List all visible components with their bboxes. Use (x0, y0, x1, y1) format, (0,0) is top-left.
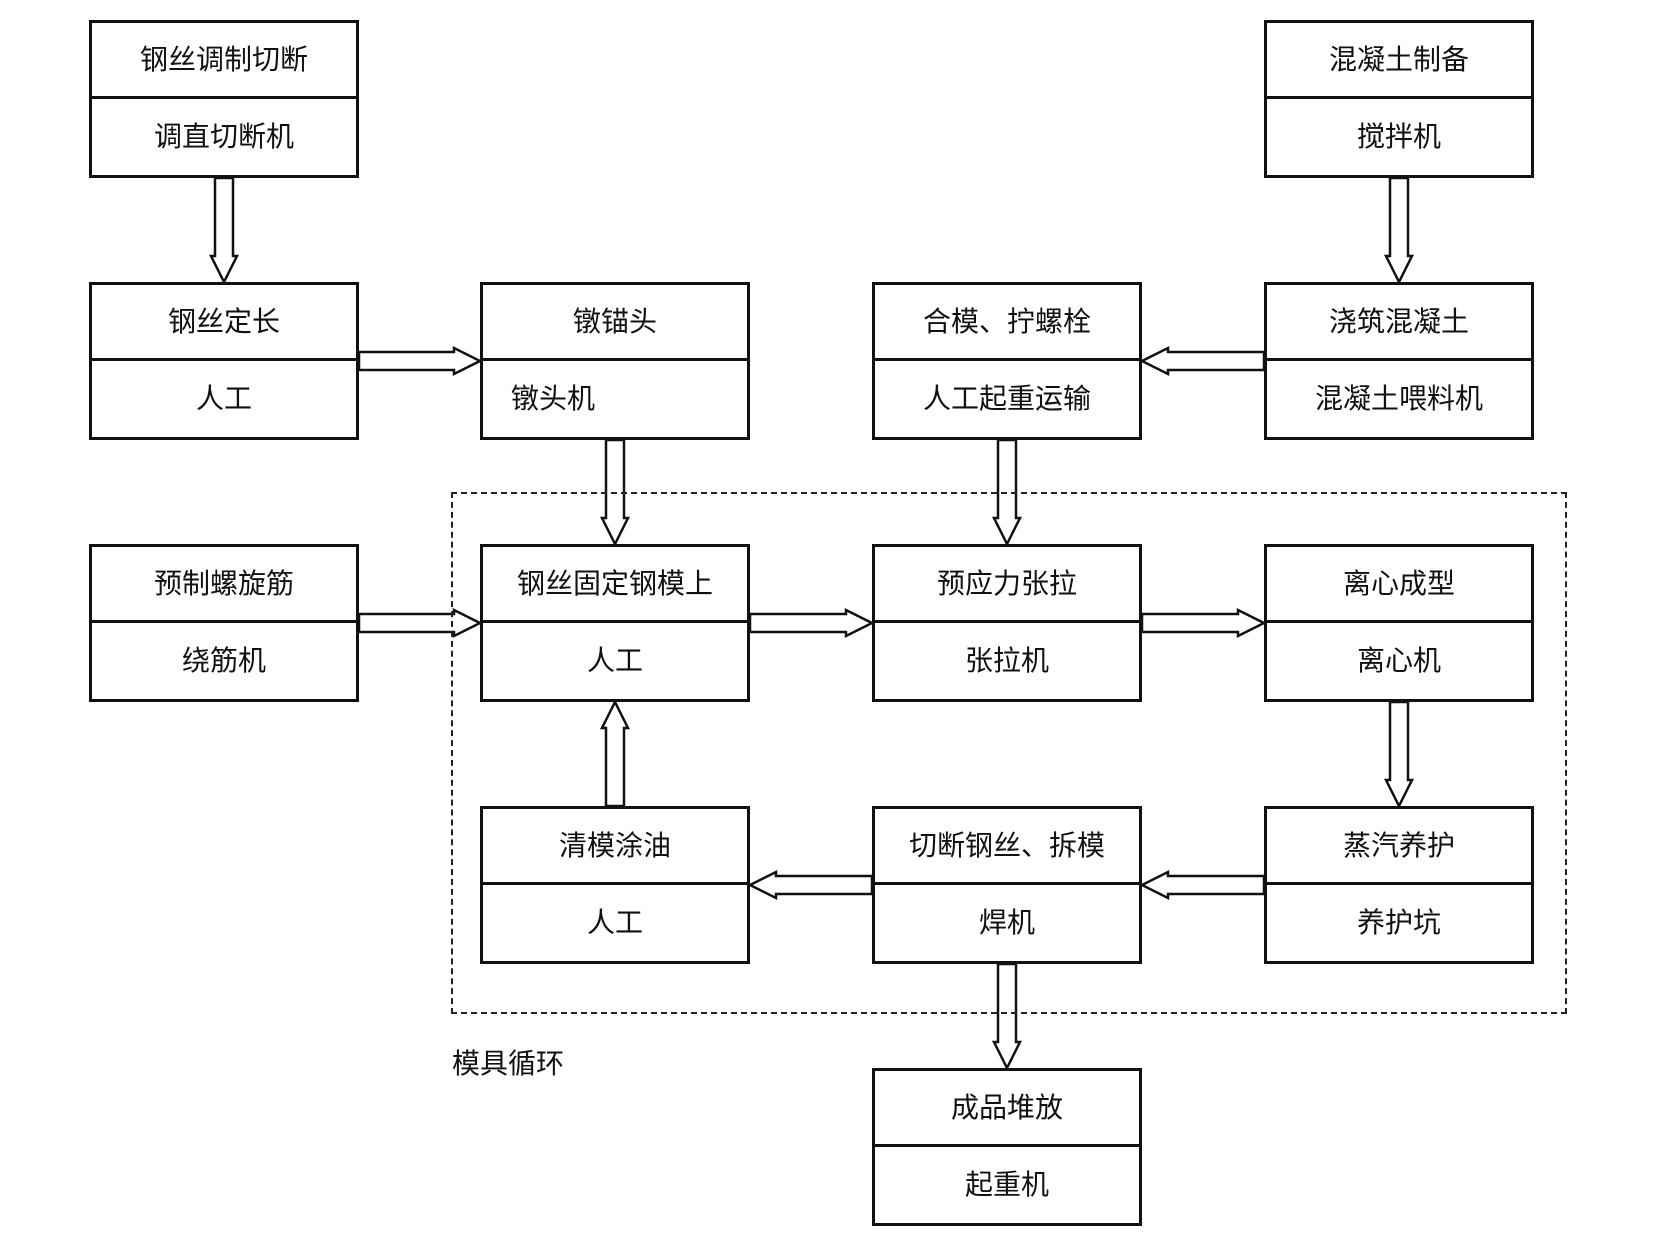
mold-cycle-boundary (451, 492, 1567, 1014)
equipment-label: 调直切断机 (153, 120, 294, 153)
process-label: 钢丝调制切断 (92, 23, 356, 99)
equipment-label: 混凝土喂料机 (1314, 382, 1483, 415)
arrow-cut-demold-to-clean-mold (747, 869, 874, 901)
process-label: 钢丝固定钢模上 (483, 547, 747, 623)
equipment-label: 离心机 (1356, 644, 1441, 677)
equipment-label: 焊机 (978, 906, 1035, 939)
process-label: 镦锚头 (483, 285, 747, 361)
process-label: 成品堆放 (875, 1071, 1139, 1147)
arrow-concrete-prep-to-pour-concrete (1383, 176, 1415, 285)
process-box-concrete-prep: 混凝土制备搅拌机 (1264, 20, 1534, 178)
process-box-pour-concrete: 浇筑混凝土混凝土喂料机 (1264, 282, 1534, 440)
process-box-close-mold: 合模、拧螺栓人工起重运输 (872, 282, 1142, 440)
arrow-fix-wire-to-prestress (748, 607, 875, 639)
arrow-cut-demold-to-product-stack (991, 962, 1023, 1071)
equipment-label: 人工 (586, 644, 643, 677)
process-label: 离心成型 (1267, 547, 1531, 623)
process-box-steam-cure: 蒸汽养护养护坑 (1264, 806, 1534, 964)
process-box-wire-length: 钢丝定长人工 (89, 282, 359, 440)
process-box-centrifugal: 离心成型离心机 (1264, 544, 1534, 702)
process-box-cut-demold: 切断钢丝、拆模焊机 (872, 806, 1142, 964)
process-box-fix-wire: 钢丝固定钢模上人工 (480, 544, 750, 702)
arrow-steam-cure-to-cut-demold (1139, 869, 1266, 901)
arrow-wire-length-to-upset-anchor (357, 345, 483, 377)
process-label: 清模涂油 (483, 809, 747, 885)
equipment-label: 养护坑 (1356, 906, 1441, 939)
equipment-label: 人工起重运输 (922, 382, 1091, 415)
mold-cycle-label: 模具循环 (452, 1047, 565, 1080)
equipment-label: 人工 (195, 382, 252, 415)
process-box-upset-anchor: 镦锚头镦头机 (480, 282, 750, 440)
process-label: 切断钢丝、拆模 (875, 809, 1139, 885)
arrow-pour-concrete-to-close-mold (1139, 345, 1266, 377)
arrow-spiral-bar-to-fix-wire (357, 607, 483, 639)
process-box-spiral-bar: 预制螺旋筋绕筋机 (89, 544, 359, 702)
arrow-prestress-to-centrifugal (1140, 607, 1267, 639)
process-label: 合模、拧螺栓 (875, 285, 1139, 361)
process-box-prestress: 预应力张拉张拉机 (872, 544, 1142, 702)
arrow-wire-cut-to-wire-length (208, 176, 240, 285)
process-label: 蒸汽养护 (1267, 809, 1531, 885)
equipment-label: 起重机 (964, 1168, 1049, 1201)
equipment-label: 张拉机 (964, 644, 1049, 677)
process-box-product-stack: 成品堆放起重机 (872, 1068, 1142, 1226)
process-label: 混凝土制备 (1267, 23, 1531, 99)
equipment-label: 搅拌机 (1356, 120, 1441, 153)
process-label: 浇筑混凝土 (1267, 285, 1531, 361)
arrow-centrifugal-to-steam-cure (1383, 700, 1415, 809)
process-label: 预制螺旋筋 (92, 547, 356, 623)
arrow-clean-mold-to-fix-wire (599, 699, 631, 808)
equipment-label: 人工 (586, 906, 643, 939)
process-label: 预应力张拉 (875, 547, 1139, 623)
process-box-wire-cut: 钢丝调制切断调直切断机 (89, 20, 359, 178)
equipment-label: 绕筋机 (181, 644, 266, 677)
process-label: 钢丝定长 (92, 285, 356, 361)
equipment-label: 镦头机 (511, 382, 596, 415)
process-box-clean-mold: 清模涂油人工 (480, 806, 750, 964)
